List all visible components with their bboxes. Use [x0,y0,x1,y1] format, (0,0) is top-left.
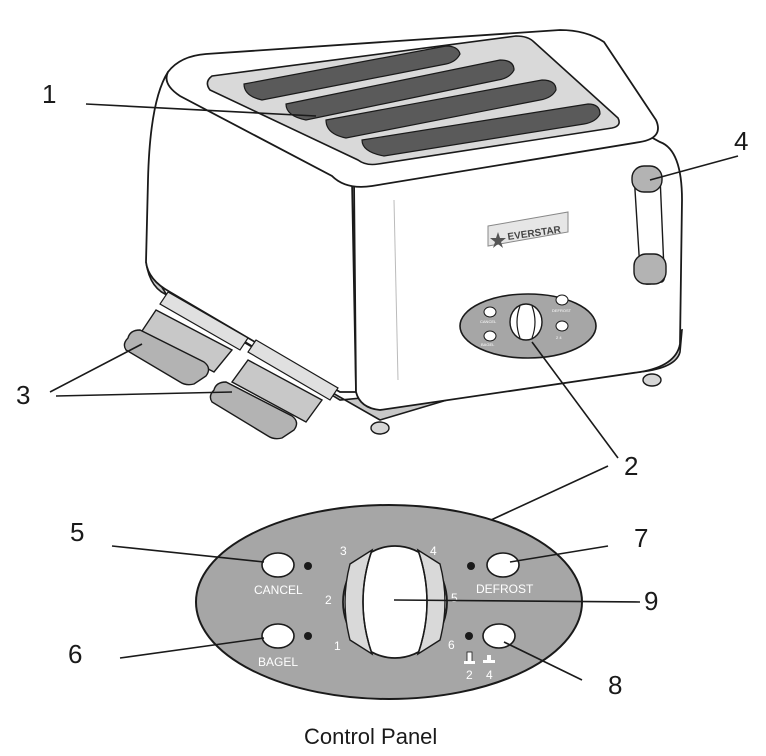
lever-knob-top [631,165,663,193]
cancel-button[interactable] [261,552,295,578]
callout-3-leader-b [55,391,233,397]
dial-number-2: 2 [325,593,332,607]
lever-right-slot [247,339,339,401]
bagel-indicator-light [304,632,312,640]
bread-slot-4 [361,103,601,157]
mini-dial [509,303,543,341]
star-icon [490,232,506,248]
cancel-label: CANCEL [254,583,303,597]
callout-8: 8 [608,670,622,700]
callout-1: 1 [42,79,56,109]
defrost-button[interactable] [486,552,520,578]
two-slice-icon-base [464,661,475,664]
front-lever-left [123,291,249,386]
slot-option-4: 4 [486,668,493,682]
mini-dial-grip [516,305,536,339]
toaster: EVERSTAR CANCEL BAGEL DEFROST 2 4 [123,29,683,440]
lever-right-handle [209,381,298,440]
callouts-top: 1 4 3 2 [16,79,748,481]
mini-defrost-label: DEFROST [552,308,572,313]
mini-bagel-label: BAGEL [481,342,495,347]
front-lever-right [209,339,339,440]
callout-5: 5 [70,517,84,547]
callout-2: 2 [624,451,638,481]
cancel-indicator-light [304,562,312,570]
lever-left-arm [138,309,234,373]
callout-6: 6 [68,639,82,669]
two-slice-icon-bar [466,651,473,663]
callout-3-leader-a [49,343,143,393]
diagram-caption: Control Panel [304,724,437,749]
bagel-label: BAGEL [258,655,298,669]
slot-option-2: 2 [466,668,473,682]
dial-number-6: 6 [448,638,455,652]
lever-knob-bottom [633,253,667,285]
toaster-foot-front [370,421,390,435]
mini-bagel-button [483,330,497,342]
mini-cancel-label: CANCEL [480,319,497,324]
callout-6-leader [119,637,265,659]
callout-9: 9 [644,586,658,616]
callout-4: 4 [734,126,748,156]
dial-number-5: 5 [451,591,458,605]
callout-9-leader [393,599,641,603]
callout-7: 7 [634,523,648,553]
callout-1-leader [85,103,317,117]
lever-left-handle [123,329,210,386]
four-slice-icon-base [483,660,495,663]
defrost-indicator-light [467,562,475,570]
callout-4-leader [649,155,739,181]
callout-8-leader [503,641,583,681]
mini-slot-label: 2 4 [556,335,562,340]
slot-selector-button[interactable] [482,623,516,649]
callout-3: 3 [16,380,30,410]
lever-right-arm [230,359,324,423]
callout-5-leader [111,545,265,563]
four-slice-icon [483,655,495,663]
dial-number-4: 4 [430,544,437,558]
toaster-front-contour [393,199,399,381]
mini-control-panel: CANCEL BAGEL DEFROST 2 4 [459,293,597,359]
dial-body [342,545,448,659]
dial-center-lines [362,549,428,655]
callout-7-leader [509,545,609,563]
control-panel-detail: 1 2 3 4 5 6 CANCEL BAGEL DEFROST 2 4 [195,465,609,700]
panel-connector [477,465,609,527]
bagel-button[interactable] [261,623,295,649]
mini-slot-button [555,320,569,332]
slot-indicator-light [465,632,473,640]
bread-slot-3 [325,79,557,139]
dial-number-3: 3 [340,544,347,558]
timer-dial [342,545,448,659]
two-slice-icon [464,651,475,664]
callouts-panel: 5 6 7 9 8 [68,517,658,700]
callout-2-leader [531,341,619,459]
dial-number-1: 1 [334,639,341,653]
mini-cancel-button [483,306,497,318]
bread-slot-1 [243,45,461,101]
toaster-foot-right [642,373,662,387]
defrost-label: DEFROST [476,582,534,596]
brand-badge [487,211,569,247]
side-lever [631,165,667,285]
four-slice-icon-bar [487,655,491,661]
lever-left-slot [159,291,249,351]
mini-defrost-button [555,294,569,306]
